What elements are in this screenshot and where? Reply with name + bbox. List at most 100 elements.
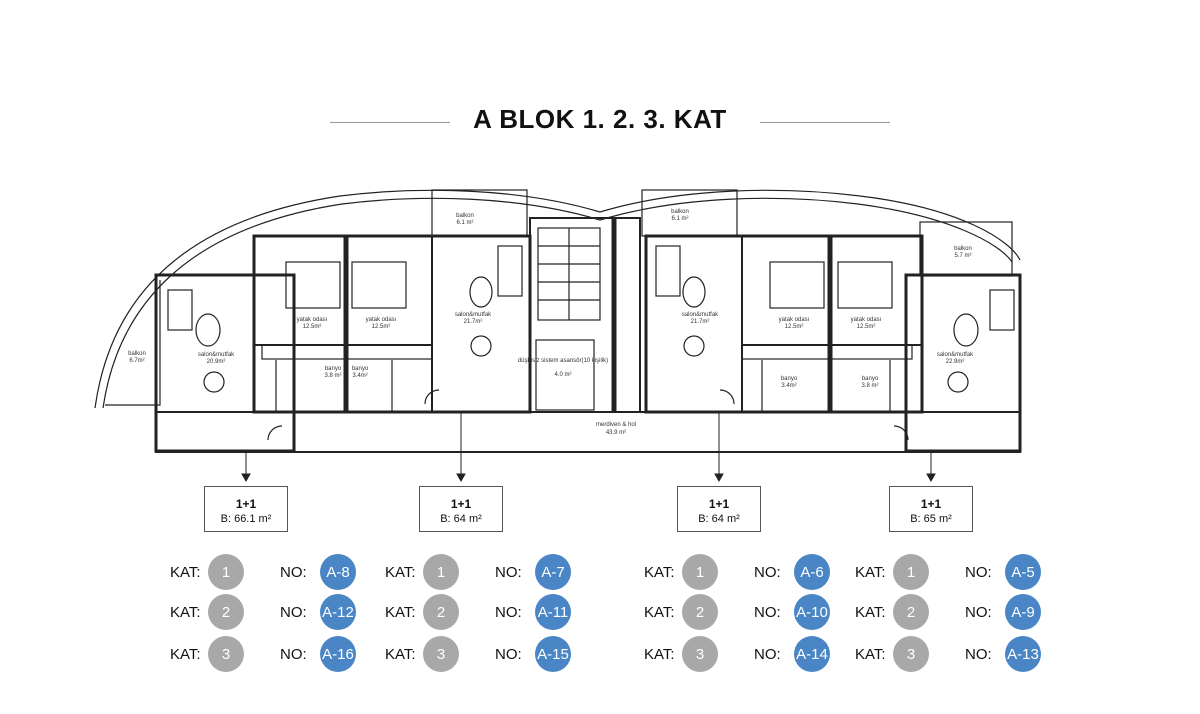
floor-row: KAT: 3 NO: A-16: [170, 636, 356, 672]
floor-row: KAT: 3 NO: A-13: [855, 636, 1041, 672]
unit-area: B: 66.1 m²: [220, 513, 272, 525]
room-label: banyo: [862, 376, 879, 382]
room-label: yatak odası: [851, 317, 882, 323]
unit-number-badge: A-5: [1005, 554, 1041, 590]
unit-number-badge: A-15: [535, 636, 571, 672]
unit-number-badge: A-14: [794, 636, 830, 672]
floor-row: KAT: 2 NO: A-9: [855, 594, 1041, 630]
kat-label: KAT:: [644, 563, 675, 581]
unit-info-box: 1+1 B: 64 m²: [677, 486, 761, 532]
room-label: banyo: [352, 366, 369, 372]
room-area: 21.7m²: [464, 319, 483, 325]
room-label: düşlüsiz sistem asansör(10 kişilik): [518, 358, 608, 364]
kat-label: KAT:: [385, 645, 416, 663]
no-label: NO:: [754, 603, 781, 621]
floor-row: KAT: 1 NO: A-8: [170, 554, 356, 590]
kat-label: KAT:: [385, 563, 416, 581]
no-label: NO:: [495, 603, 522, 621]
no-label: NO:: [280, 563, 307, 581]
room-area: 21.7m²: [691, 319, 710, 325]
unit-area: B: 64 m²: [698, 513, 740, 525]
room-area: 6.1 m²: [456, 220, 473, 226]
room-area: 3.4m²: [781, 383, 796, 389]
room-area: 5.7 m²: [954, 253, 971, 259]
unit-number-badge: A-8: [320, 554, 356, 590]
room-area: 6.7m²: [129, 358, 144, 364]
no-label: NO:: [754, 563, 781, 581]
no-label: NO:: [965, 563, 992, 581]
floor-row: KAT: 3 NO: A-15: [385, 636, 571, 672]
unit-number-badge: A-9: [1005, 594, 1041, 630]
floor-number-badge: 2: [208, 594, 244, 630]
unit-info-box: 1+1 B: 65 m²: [889, 486, 973, 532]
floor-row: KAT: 3 NO: A-14: [644, 636, 830, 672]
room-label: balkon: [456, 213, 474, 219]
room-label: salon&mutfak: [937, 352, 974, 358]
floor-number-badge: 1: [423, 554, 459, 590]
kat-label: KAT:: [855, 603, 886, 621]
page-title: A BLOK 1. 2. 3. KAT: [473, 104, 727, 134]
unit-type: 1+1: [708, 497, 730, 511]
floor-number-badge: 3: [423, 636, 459, 672]
floor-number-badge: 2: [682, 594, 718, 630]
unit-number-badge: A-16: [320, 636, 356, 672]
floor-number-badge: 1: [893, 554, 929, 590]
kat-label: KAT:: [855, 563, 886, 581]
room-label: salon&mutfak: [682, 312, 719, 318]
no-label: NO:: [754, 645, 781, 663]
no-label: NO:: [965, 603, 992, 621]
room-label: balkon: [671, 209, 689, 215]
room-area: 3.8 m²: [861, 383, 878, 389]
room-area: 4.0 m²: [554, 372, 571, 378]
no-label: NO:: [280, 645, 307, 663]
kat-label: KAT:: [170, 645, 201, 663]
unit-number-badge: A-10: [794, 594, 830, 630]
unit-info-box: 1+1 B: 64 m²: [419, 486, 503, 532]
floor-number-badge: 3: [893, 636, 929, 672]
room-area: 6.1 m²: [671, 216, 688, 222]
room-label: balkon: [128, 351, 146, 357]
floor-number-badge: 1: [208, 554, 244, 590]
room-area: 12.5m²: [785, 324, 804, 330]
floor-number-badge: 3: [682, 636, 718, 672]
room-label: banyo: [325, 366, 342, 372]
floor-row: KAT: 2 NO: A-11: [385, 594, 571, 630]
room-label: yatak odası: [366, 317, 397, 323]
room-area: 12.5m²: [857, 324, 876, 330]
unit-number-badge: A-7: [535, 554, 571, 590]
kat-label: KAT:: [644, 645, 675, 663]
unit-number-badge: A-13: [1005, 636, 1041, 672]
unit-area: B: 64 m²: [440, 513, 482, 525]
floor-number-badge: 2: [893, 594, 929, 630]
no-label: NO:: [495, 563, 522, 581]
unit-type: 1+1: [450, 497, 472, 511]
kat-label: KAT:: [170, 563, 201, 581]
floor-row: KAT: 1 NO: A-7: [385, 554, 571, 590]
room-label: salon&mutfak: [455, 312, 492, 318]
no-label: NO:: [495, 645, 522, 663]
unit-number-badge: A-6: [794, 554, 830, 590]
kat-label: KAT:: [855, 645, 886, 663]
room-label: salon&mutfak: [198, 352, 235, 358]
no-label: NO:: [965, 645, 992, 663]
room-label: banyo: [781, 376, 798, 382]
unit-number-badge: A-11: [535, 594, 571, 630]
room-area: 43.9 m²: [606, 430, 626, 436]
kat-label: KAT:: [385, 603, 416, 621]
room-label: balkon: [954, 246, 972, 252]
title-rule-left: [330, 122, 450, 123]
room-label: merdiven & hol: [596, 422, 636, 428]
unit-type: 1+1: [235, 497, 257, 511]
unit-area: B: 65 m²: [910, 513, 952, 525]
kat-label: KAT:: [170, 603, 201, 621]
floor-number-badge: 2: [423, 594, 459, 630]
unit-type: 1+1: [920, 497, 942, 511]
floor-row: KAT: 2 NO: A-10: [644, 594, 830, 630]
room-label: yatak odası: [779, 317, 810, 323]
floor-row: KAT: 1 NO: A-5: [855, 554, 1041, 590]
room-area: 20.9m²: [207, 359, 226, 365]
unit-number-badge: A-12: [320, 594, 356, 630]
floor-number-badge: 1: [682, 554, 718, 590]
title-rule-right: [760, 122, 890, 123]
